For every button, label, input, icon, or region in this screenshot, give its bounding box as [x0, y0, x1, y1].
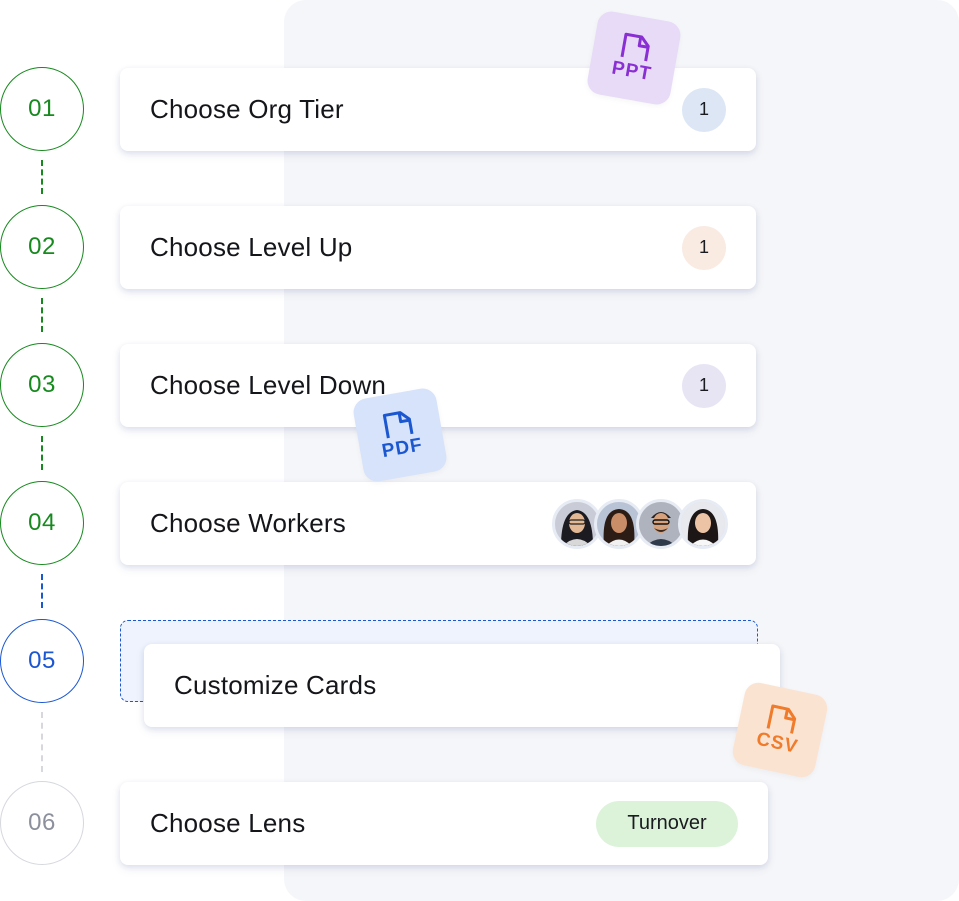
- step-card-level-up[interactable]: Choose Level Up 1: [120, 206, 756, 289]
- step-connector: [41, 712, 43, 772]
- avatar[interactable]: [678, 498, 728, 549]
- step-card-lens[interactable]: Choose Lens Turnover: [120, 782, 768, 865]
- step-label: Choose Level Down: [150, 370, 387, 400]
- count-badge: 1: [682, 225, 726, 270]
- step-number-04[interactable]: 04: [0, 481, 84, 565]
- avatar[interactable]: [636, 498, 686, 549]
- step-number-03[interactable]: 03: [0, 343, 84, 427]
- count-badge: 1: [682, 87, 726, 132]
- avatar[interactable]: [552, 498, 602, 549]
- step-number-01[interactable]: 01: [0, 67, 84, 151]
- step-connector: [41, 574, 43, 608]
- step-label: Choose Lens: [150, 808, 306, 838]
- step-label: Choose Org Tier: [150, 94, 344, 124]
- step-card-customize-cards[interactable]: Customize Cards: [144, 644, 780, 727]
- file-ppt-icon: [620, 32, 650, 62]
- csv-file-tile[interactable]: CSV: [730, 680, 830, 780]
- step-number-05[interactable]: 05: [0, 619, 84, 703]
- step-label: Choose Level Up: [150, 232, 353, 262]
- step-number-06[interactable]: 06: [0, 781, 84, 865]
- step-card-level-down[interactable]: Choose Level Down 1: [120, 344, 756, 427]
- step-connector: [41, 298, 43, 332]
- file-pdf-icon: [382, 411, 414, 439]
- step-connector: [41, 160, 43, 194]
- step-label: Customize Cards: [174, 670, 377, 700]
- ppt-file-tile[interactable]: PPT: [585, 9, 683, 107]
- step-connector: [41, 436, 43, 470]
- file-csv-icon: [766, 704, 797, 734]
- step-number-02[interactable]: 02: [0, 205, 84, 289]
- count-badge: 1: [682, 363, 726, 408]
- step-label: Choose Workers: [150, 508, 346, 538]
- worker-avatars: [552, 498, 728, 549]
- pdf-file-tile[interactable]: PDF: [351, 386, 449, 484]
- step-card-workers[interactable]: Choose Workers: [120, 482, 756, 565]
- lens-pill[interactable]: Turnover: [596, 800, 738, 847]
